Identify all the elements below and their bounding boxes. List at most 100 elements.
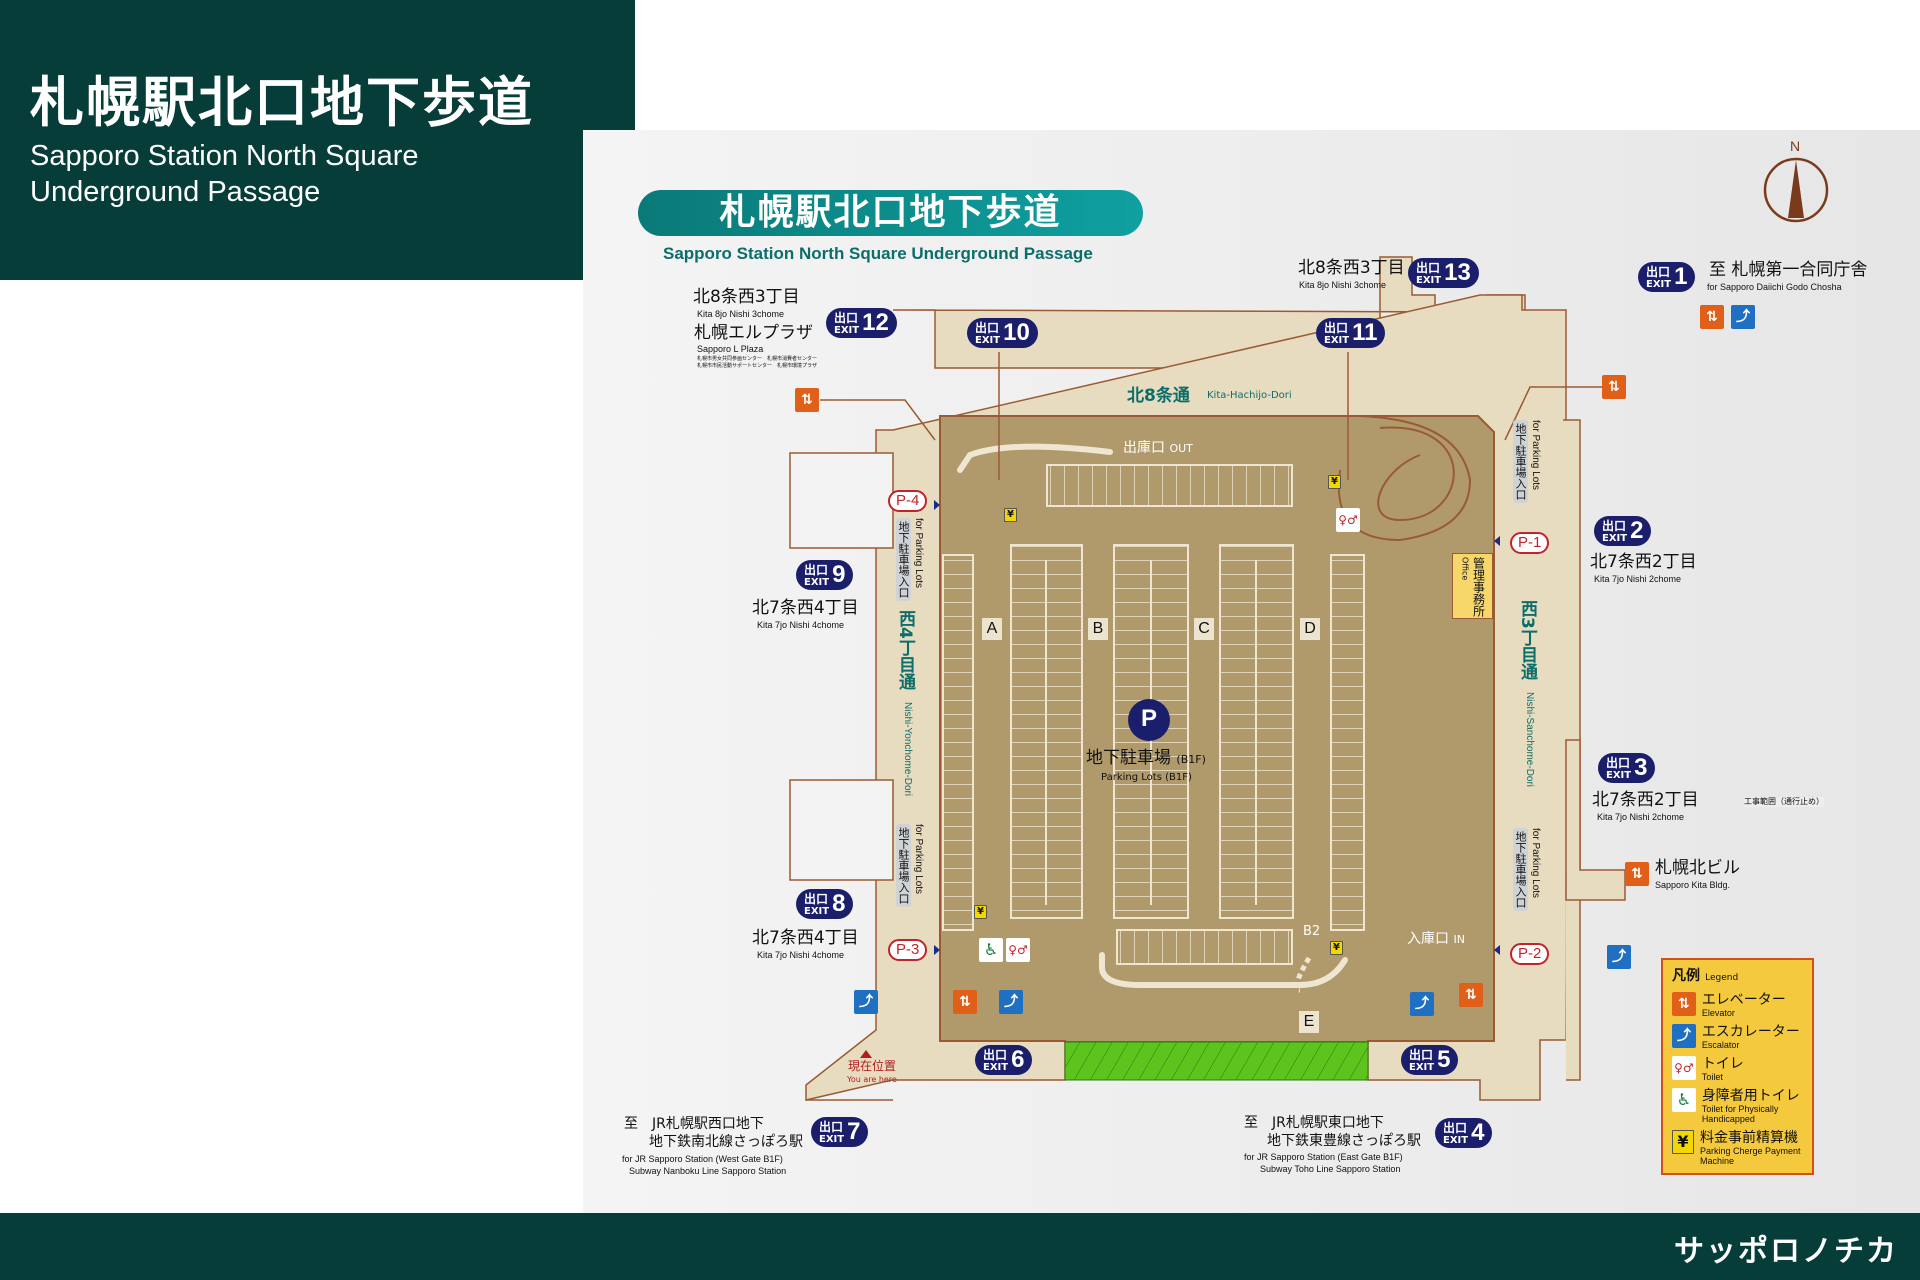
exit-en: EXIT [983,1061,1009,1073]
entry-in-label: 入庫口 IN [1407,931,1465,948]
street-nishi4: 西4丁目通 [895,610,915,690]
legend-title-en: Legend [1705,973,1739,983]
exit7-dest-en-2: Subway Nanboku Line Sapporo Station [629,1166,787,1176]
exit8-place-en: Kita 7jo Nishi 4chome [757,950,845,960]
parking-entrance-label-en: for Parking Lots [913,824,924,895]
exit4-dest-en-2: Subway Toho Line Sapporo Station [1260,1164,1401,1174]
kita-bldg: 札幌北ビル [1655,858,1740,878]
footer-brand: サッポロノチカ [1674,1234,1898,1269]
exit-en: EXIT [834,324,860,336]
exit4-dest-1: 至 JR札幌駅東口地下 [1244,1115,1384,1131]
exit9-place: 北7条西4丁目 [752,598,859,618]
legend-label: エスカレーター [1701,1024,1800,1040]
exit7-dest-1: 至 JR札幌駅西口地下 [624,1116,764,1132]
parking-floor-label: (B1F) [1176,753,1206,766]
legend-label-en: Escalator [1701,1040,1740,1050]
footer-bar: サッポロノチカ [0,1213,1920,1280]
page-title: 札幌駅北口地下歩道 [30,71,534,134]
map-title-banner: 札幌駅北口地下歩道 [638,190,1143,236]
legend-label-en: Parking Cherge Payment Machine [1700,1146,1801,1166]
subtitle-line-2: Underground Passage [30,176,321,208]
wheelchair-icon: ♿ [1672,1088,1696,1112]
yen-icon: ¥ [1004,508,1017,522]
exit-en: EXIT [1646,278,1672,290]
exit4-dest-en-1: for JR Sapporo Station (East Gate B1F) [1244,1152,1403,1162]
elevator-icon: ⇅ [1672,992,1696,1016]
exit1-destination-en: for Sapporo Daiichi Godo Chosha [1707,282,1842,292]
exit-en: EXIT [1416,274,1442,286]
street-nishi3: 西3丁目通 [1517,600,1537,680]
place-n8w3-left-en: Kita 8jo Nishi 3chome [697,309,785,319]
yen-icon: ¥ [1330,941,1343,955]
exit-en: EXIT [1602,532,1628,544]
exit-en: EXIT [1606,769,1632,781]
exit7-dest-en-1: for JR Sapporo Station (West Gate B1F) [622,1154,783,1164]
exit-ja: 出口 [975,320,1000,335]
exit-number: 12 [862,309,889,336]
elevator-icon: ⇅ [795,388,819,412]
elevator-icon: ⇅ [1602,375,1626,399]
you-are-here-en: You are here [847,1075,897,1084]
section-b: B [1088,618,1108,640]
exit-ja: 出口 [804,891,829,906]
exit-number: 7 [847,1118,861,1145]
kita-bldg-en: Sapporo Kita Bldg. [1655,880,1731,890]
parking-name-en: Parking Lots (B1F) [1101,772,1192,783]
parking-entrance-label: 地下駐車場入口 [1513,828,1528,911]
exit3-place-en: Kita 7jo Nishi 2chome [1597,812,1685,822]
parking-symbol: P [1140,705,1157,732]
restricted-green-zone [1064,1041,1369,1081]
exit-ja: 出口 [1602,518,1627,533]
out-en: OUT [1169,442,1193,455]
elevator-icon: ⇅ [1625,862,1649,886]
in-en: IN [1453,933,1465,946]
section-e: E [1299,1011,1319,1033]
legend-label: 料金事前精算機 [1700,1130,1798,1146]
exit-en: EXIT [1324,334,1350,346]
street-nishi3-en: Nishi-Sanchome-Dori [1524,692,1535,788]
exit-number: 11 [1352,319,1378,346]
exit-ja: 出口 [1646,264,1671,279]
toilet-icon: ♀♂ [1006,938,1030,962]
escalator-icon: ⤴ [1607,945,1631,969]
exit-number: 13 [1444,259,1471,286]
parking-entrance-label-en: for Parking Lots [913,518,924,589]
exit-en: EXIT [975,334,1001,346]
escalator-icon: ⤴ [1672,1024,1696,1048]
exit-ja: 出口 [819,1119,844,1134]
exit2-place: 北7条西2丁目 [1590,552,1697,572]
exit-en: EXIT [804,576,830,588]
parking-entrance-label-en: for Parking Lots [1530,420,1541,491]
place-n8w3-right: 北8条西3丁目 [1298,258,1405,278]
escalator-icon: ⤴ [999,990,1023,1014]
construction-notice: 工事範囲（通行止め） [1744,797,1824,807]
subtitle-line-1: Sapporo Station North Square [30,140,419,172]
parking-entrance-label-en: for Parking Lots [1530,828,1541,899]
exit-ja: 出口 [983,1047,1008,1062]
place-n8w3-left: 北8条西3丁目 [693,287,800,307]
exit7-dest-2: 地下鉄南北線さっぽろ駅 [649,1134,803,1150]
compass-needle [1788,160,1804,218]
parking-entrance-p1: P-1 [1510,532,1550,554]
exit-ja: 出口 [1416,260,1441,275]
toilet-icon: ♀♂ [1336,508,1360,532]
exit-en: EXIT [804,905,830,917]
map-subtitle: Sapporo Station North Square Underground… [663,244,1093,263]
exit-number: 3 [1634,754,1648,781]
parking-symbol-circle [1128,699,1170,741]
compass-circle [1763,157,1829,223]
parking-entrance-p3: P-3 [888,939,928,961]
exit-en: EXIT [1443,1134,1469,1146]
you-are-here-marker [860,1050,872,1058]
